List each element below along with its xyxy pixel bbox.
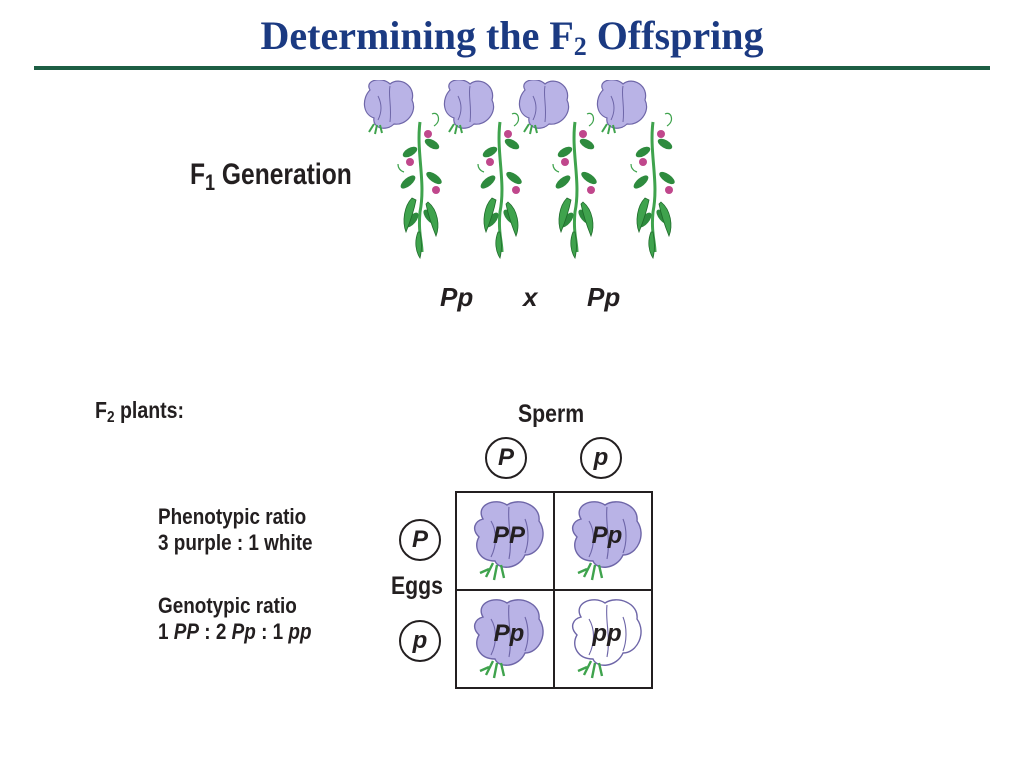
f1-plant-1	[362, 80, 446, 260]
genotypic-ratio: Genotypic ratio 1 PP : 2 Pp : 1 pp	[158, 593, 312, 645]
title-subscript: 2	[573, 32, 587, 61]
genotypic-count-1: 1	[158, 619, 174, 644]
phenotypic-ratio: Phenotypic ratio 3 purple : 1 white	[158, 504, 313, 556]
f1-plant-4	[595, 80, 679, 260]
f2-prefix: F	[95, 397, 107, 423]
cross-right-genotype: Pp	[587, 282, 621, 312]
punnett-cell-PP: PP	[473, 500, 545, 582]
f2-plants-label: F2 plants:	[95, 397, 184, 427]
page-title: Determining the F2 Offspring	[0, 12, 1024, 62]
f1-plant-2	[442, 80, 526, 260]
punnett-genotype-label: Pp	[494, 620, 525, 647]
punnett-genotype-label: PP	[493, 522, 526, 549]
sperm-label: Sperm	[518, 400, 585, 428]
genotype-PP: PP	[173, 619, 200, 644]
phenotypic-ratio-heading: Phenotypic ratio	[158, 504, 307, 529]
eggs-label: Eggs	[391, 572, 443, 600]
f2-text: plants:	[114, 397, 185, 423]
title-divider	[34, 66, 990, 70]
f1-text: Generation	[215, 158, 352, 191]
genotypic-count-3: : 1	[255, 619, 289, 644]
title-rest: Offspring	[586, 13, 764, 58]
genotype-Pp: Pp	[231, 619, 256, 644]
punnett-genotype-label: Pp	[592, 522, 623, 549]
cross-symbol: x	[523, 282, 538, 312]
genotypic-count-2: : 2	[199, 619, 232, 644]
f1-generation-label: F1 Generation	[190, 158, 352, 196]
f1-subscript: 1	[205, 170, 216, 195]
punnett-cell-Pp-bottom: Pp	[473, 598, 545, 680]
punnett-cell-Pp-top: Pp	[571, 500, 643, 582]
sperm-allele-P: P	[485, 437, 527, 479]
genotype-pp: pp	[288, 619, 312, 644]
title-main: Determining the F	[260, 13, 574, 58]
genotypic-ratio-value: 1 PP : 2 Pp : 1 pp	[158, 619, 312, 645]
genotypic-ratio-heading: Genotypic ratio	[158, 593, 297, 618]
egg-allele-P: P	[399, 519, 441, 561]
punnett-square: PP Pp Pp pp	[455, 491, 653, 689]
sperm-allele-p: p	[580, 437, 622, 479]
cross-left-genotype: Pp	[440, 282, 474, 312]
f1-prefix: F	[190, 158, 206, 191]
f1-plant-3	[517, 80, 601, 260]
punnett-genotype-label: pp	[591, 620, 621, 647]
f1-pea-plants-illustration	[362, 80, 679, 260]
egg-allele-p: p	[399, 620, 441, 662]
phenotypic-ratio-value: 3 purple : 1 white	[158, 530, 313, 555]
punnett-cell-pp: pp	[571, 598, 643, 680]
f2-subscript: 2	[106, 409, 115, 426]
